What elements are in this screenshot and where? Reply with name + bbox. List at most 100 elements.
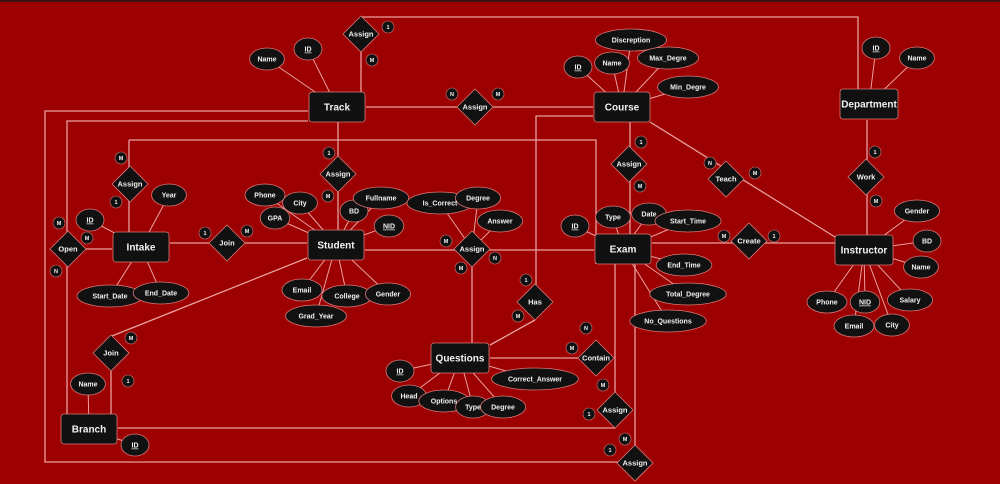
relationship-contain[interactable] — [577, 339, 615, 377]
cardinality-label: N — [584, 326, 588, 332]
entity-instructor[interactable] — [834, 234, 894, 266]
relationship-open[interactable] — [49, 230, 87, 268]
entity-department[interactable] — [839, 88, 899, 120]
attribute-in_city[interactable] — [874, 313, 910, 337]
entity-track[interactable] — [308, 91, 366, 123]
cardinality-label: 1 — [587, 412, 590, 418]
attribute-dept_id[interactable] — [861, 36, 891, 60]
attribute-track_name[interactable] — [249, 47, 285, 71]
attribute-ex_type[interactable] — [595, 205, 631, 229]
attribute-label: City — [885, 323, 898, 330]
relationship-assign_student_exam[interactable] — [453, 230, 491, 268]
attribute-label: Head — [400, 394, 417, 401]
attribute-label: Answer — [487, 219, 513, 226]
attribute-label: College — [334, 294, 359, 301]
attribute-label: Type — [605, 215, 621, 222]
connector-line — [111, 257, 308, 337]
attribute-ex_start[interactable] — [654, 209, 722, 233]
attribute-label: Degree — [466, 196, 490, 203]
attribute-intake_end[interactable] — [132, 281, 190, 305]
cardinality-label: 1 — [327, 151, 330, 157]
attribute-in_name[interactable] — [903, 255, 939, 279]
attribute-in_phone[interactable] — [806, 290, 848, 314]
attribute-br_id[interactable] — [120, 433, 150, 457]
attribute-st_phone[interactable] — [244, 183, 286, 207]
attribute-label: Correct_Answer — [508, 377, 562, 384]
attribute-label: End_Date — [145, 291, 177, 298]
attribute-ex_id[interactable] — [560, 214, 590, 238]
relationship-assign_exam_2[interactable] — [616, 444, 654, 482]
key-attribute-label: ID — [572, 224, 579, 231]
cardinality-badge — [717, 229, 731, 243]
entity-label: Track — [324, 103, 351, 114]
cardinality-badge — [634, 135, 648, 149]
attribute-st_city[interactable] — [282, 191, 318, 215]
entity-exam[interactable] — [594, 233, 652, 265]
attribute-dept_name[interactable] — [899, 46, 935, 70]
attribute-st_gender[interactable] — [364, 282, 411, 306]
entity-intake[interactable] — [112, 231, 170, 263]
attribute-in_bd[interactable] — [912, 229, 942, 253]
attribute-ex_end[interactable] — [655, 253, 713, 277]
cardinality-badge — [491, 87, 505, 101]
attribute-course_id[interactable] — [563, 55, 593, 79]
attribute-in_gender[interactable] — [894, 199, 941, 223]
attribute-label: Name — [602, 61, 621, 68]
relationship-assign_intake_track[interactable] — [111, 165, 149, 203]
cardinality-label: 1 — [873, 150, 876, 156]
attribute-as_degree[interactable] — [454, 186, 501, 210]
relationship-assign_track_course[interactable] — [456, 88, 494, 126]
entity-student[interactable] — [307, 229, 365, 261]
relationship-assign_track_student[interactable] — [319, 155, 357, 193]
attribute-intake_id[interactable] — [75, 208, 105, 232]
attribute-label: City — [293, 201, 306, 208]
attribute-course_desc[interactable] — [595, 28, 668, 52]
attribute-as_answer[interactable] — [476, 209, 523, 233]
attribute-course_max[interactable] — [637, 46, 699, 70]
attribute-q_correct[interactable] — [491, 367, 579, 391]
attribute-in_salary[interactable] — [887, 288, 934, 312]
cardinality-badge — [618, 432, 632, 446]
relationship-join_intake_student[interactable] — [208, 224, 246, 262]
relationship-label: Assign — [348, 30, 373, 39]
cardinality-badge — [109, 195, 123, 209]
attribute-ex_noq[interactable] — [629, 309, 707, 333]
attribute-st_gpa[interactable] — [259, 206, 291, 230]
relationship-assign_course_exam[interactable] — [610, 145, 648, 183]
relationship-join_branch[interactable] — [92, 334, 130, 372]
relationship-assign_track_dept[interactable] — [342, 15, 380, 53]
top-edge — [0, 0, 1000, 2]
attribute-ex_total[interactable] — [649, 282, 727, 306]
relationship-has[interactable] — [516, 283, 554, 321]
entity-questions[interactable] — [430, 342, 490, 374]
cardinality-badge — [767, 229, 781, 243]
attribute-st_nid[interactable] — [373, 214, 405, 238]
cardinality-label: M — [722, 234, 727, 240]
entity-course[interactable] — [593, 91, 651, 123]
attribute-label: Grad_Year — [298, 314, 333, 321]
attribute-st_grad[interactable] — [285, 304, 347, 328]
attribute-course_name[interactable] — [594, 51, 630, 75]
cardinality-badge — [748, 166, 762, 180]
relationship-teach[interactable] — [707, 160, 745, 198]
entity-label: Exam — [610, 245, 637, 256]
attribute-track_id[interactable] — [293, 37, 323, 61]
cardinality-label: M — [623, 437, 628, 443]
attribute-intake_year[interactable] — [151, 183, 187, 207]
relationship-assign_exam_1[interactable] — [596, 391, 634, 429]
relationship-create[interactable] — [730, 222, 768, 260]
cardinality-badge — [240, 224, 254, 238]
relationship-label: Join — [219, 239, 235, 248]
attribute-q_degree[interactable] — [479, 395, 526, 419]
entity-branch[interactable] — [60, 413, 118, 445]
attribute-st_fullname[interactable] — [352, 186, 410, 210]
attribute-label: Type — [465, 405, 481, 412]
attribute-br_name[interactable] — [70, 372, 106, 396]
attribute-q_id[interactable] — [385, 359, 415, 383]
relationship-work[interactable] — [847, 158, 885, 196]
attribute-course_min[interactable] — [657, 75, 719, 99]
attribute-st_email[interactable] — [281, 278, 323, 302]
cardinality-label: M — [601, 383, 606, 389]
attribute-in_nid[interactable] — [849, 290, 881, 314]
attribute-in_email[interactable] — [833, 314, 875, 338]
